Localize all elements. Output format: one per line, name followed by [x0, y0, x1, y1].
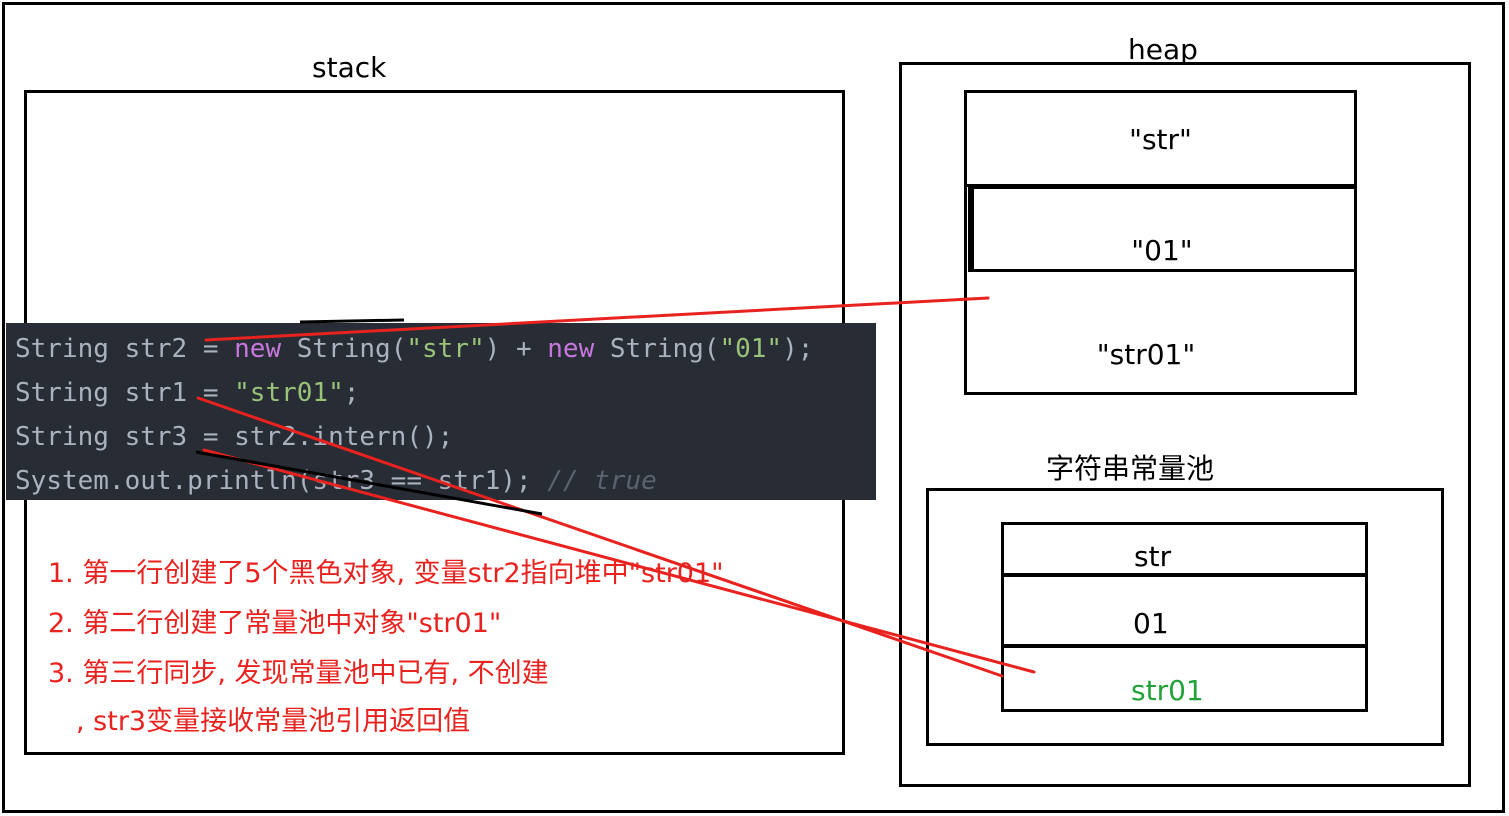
code-text: ;	[343, 378, 360, 408]
code-text: String(	[281, 334, 407, 364]
code-top-stroke	[299, 318, 405, 324]
code-comment: // true	[547, 466, 657, 496]
code-text: ) +	[484, 334, 548, 364]
code-string: "str"	[406, 334, 485, 364]
code-line-1: String str2 = new String("str") + new St…	[6, 327, 876, 371]
code-keyword: new	[547, 334, 595, 364]
str3-underline-stroke	[195, 450, 543, 516]
pool-entry-str01: str01	[1131, 674, 1204, 707]
note-3: 3. 第三行同步, 发现常量池中已有, 不创建	[48, 658, 549, 689]
heap-object-str: "str"	[1129, 122, 1192, 156]
str2-to-heap-str01-line	[204, 296, 990, 342]
pool-divider	[1001, 573, 1368, 577]
pool-divider	[1001, 644, 1368, 648]
str1-to-pool-str01-line	[196, 396, 1004, 678]
note-3-continued: , str3变量接收常量池引用返回值	[76, 706, 471, 737]
code-string: "str01"	[234, 378, 344, 408]
stack-title: stack	[312, 51, 387, 84]
pool-entry-str: str	[1134, 540, 1172, 573]
code-text: );	[782, 334, 814, 364]
code-string: "01"	[719, 334, 783, 364]
code-line-2: String str1 = "str01";	[6, 371, 876, 415]
heap-object-01: "01"	[1131, 233, 1193, 267]
str3-to-pool-str01-line	[202, 448, 1036, 674]
note-1: 1. 第一行创建了5个黑色对象, 变量str2指向堆中"str01"	[48, 558, 724, 589]
code-text: String str2 =	[15, 334, 235, 364]
note-2: 2. 第二行创建了常量池中对象"str01"	[48, 608, 502, 639]
heap-divider	[964, 184, 1357, 187]
code-block: String str2 = new String("str") + new St…	[6, 323, 876, 500]
heap-title: heap	[1128, 33, 1198, 66]
code-text: String str1 =	[15, 378, 235, 408]
heap-object-01-box	[968, 186, 1357, 272]
pool-entries-box	[1001, 522, 1368, 712]
pool-entry-01: 01	[1133, 607, 1169, 640]
heap-object-str01: "str01"	[1096, 337, 1196, 371]
pool-title: 字符串常量池	[1046, 452, 1215, 485]
code-text: String(	[594, 334, 720, 364]
